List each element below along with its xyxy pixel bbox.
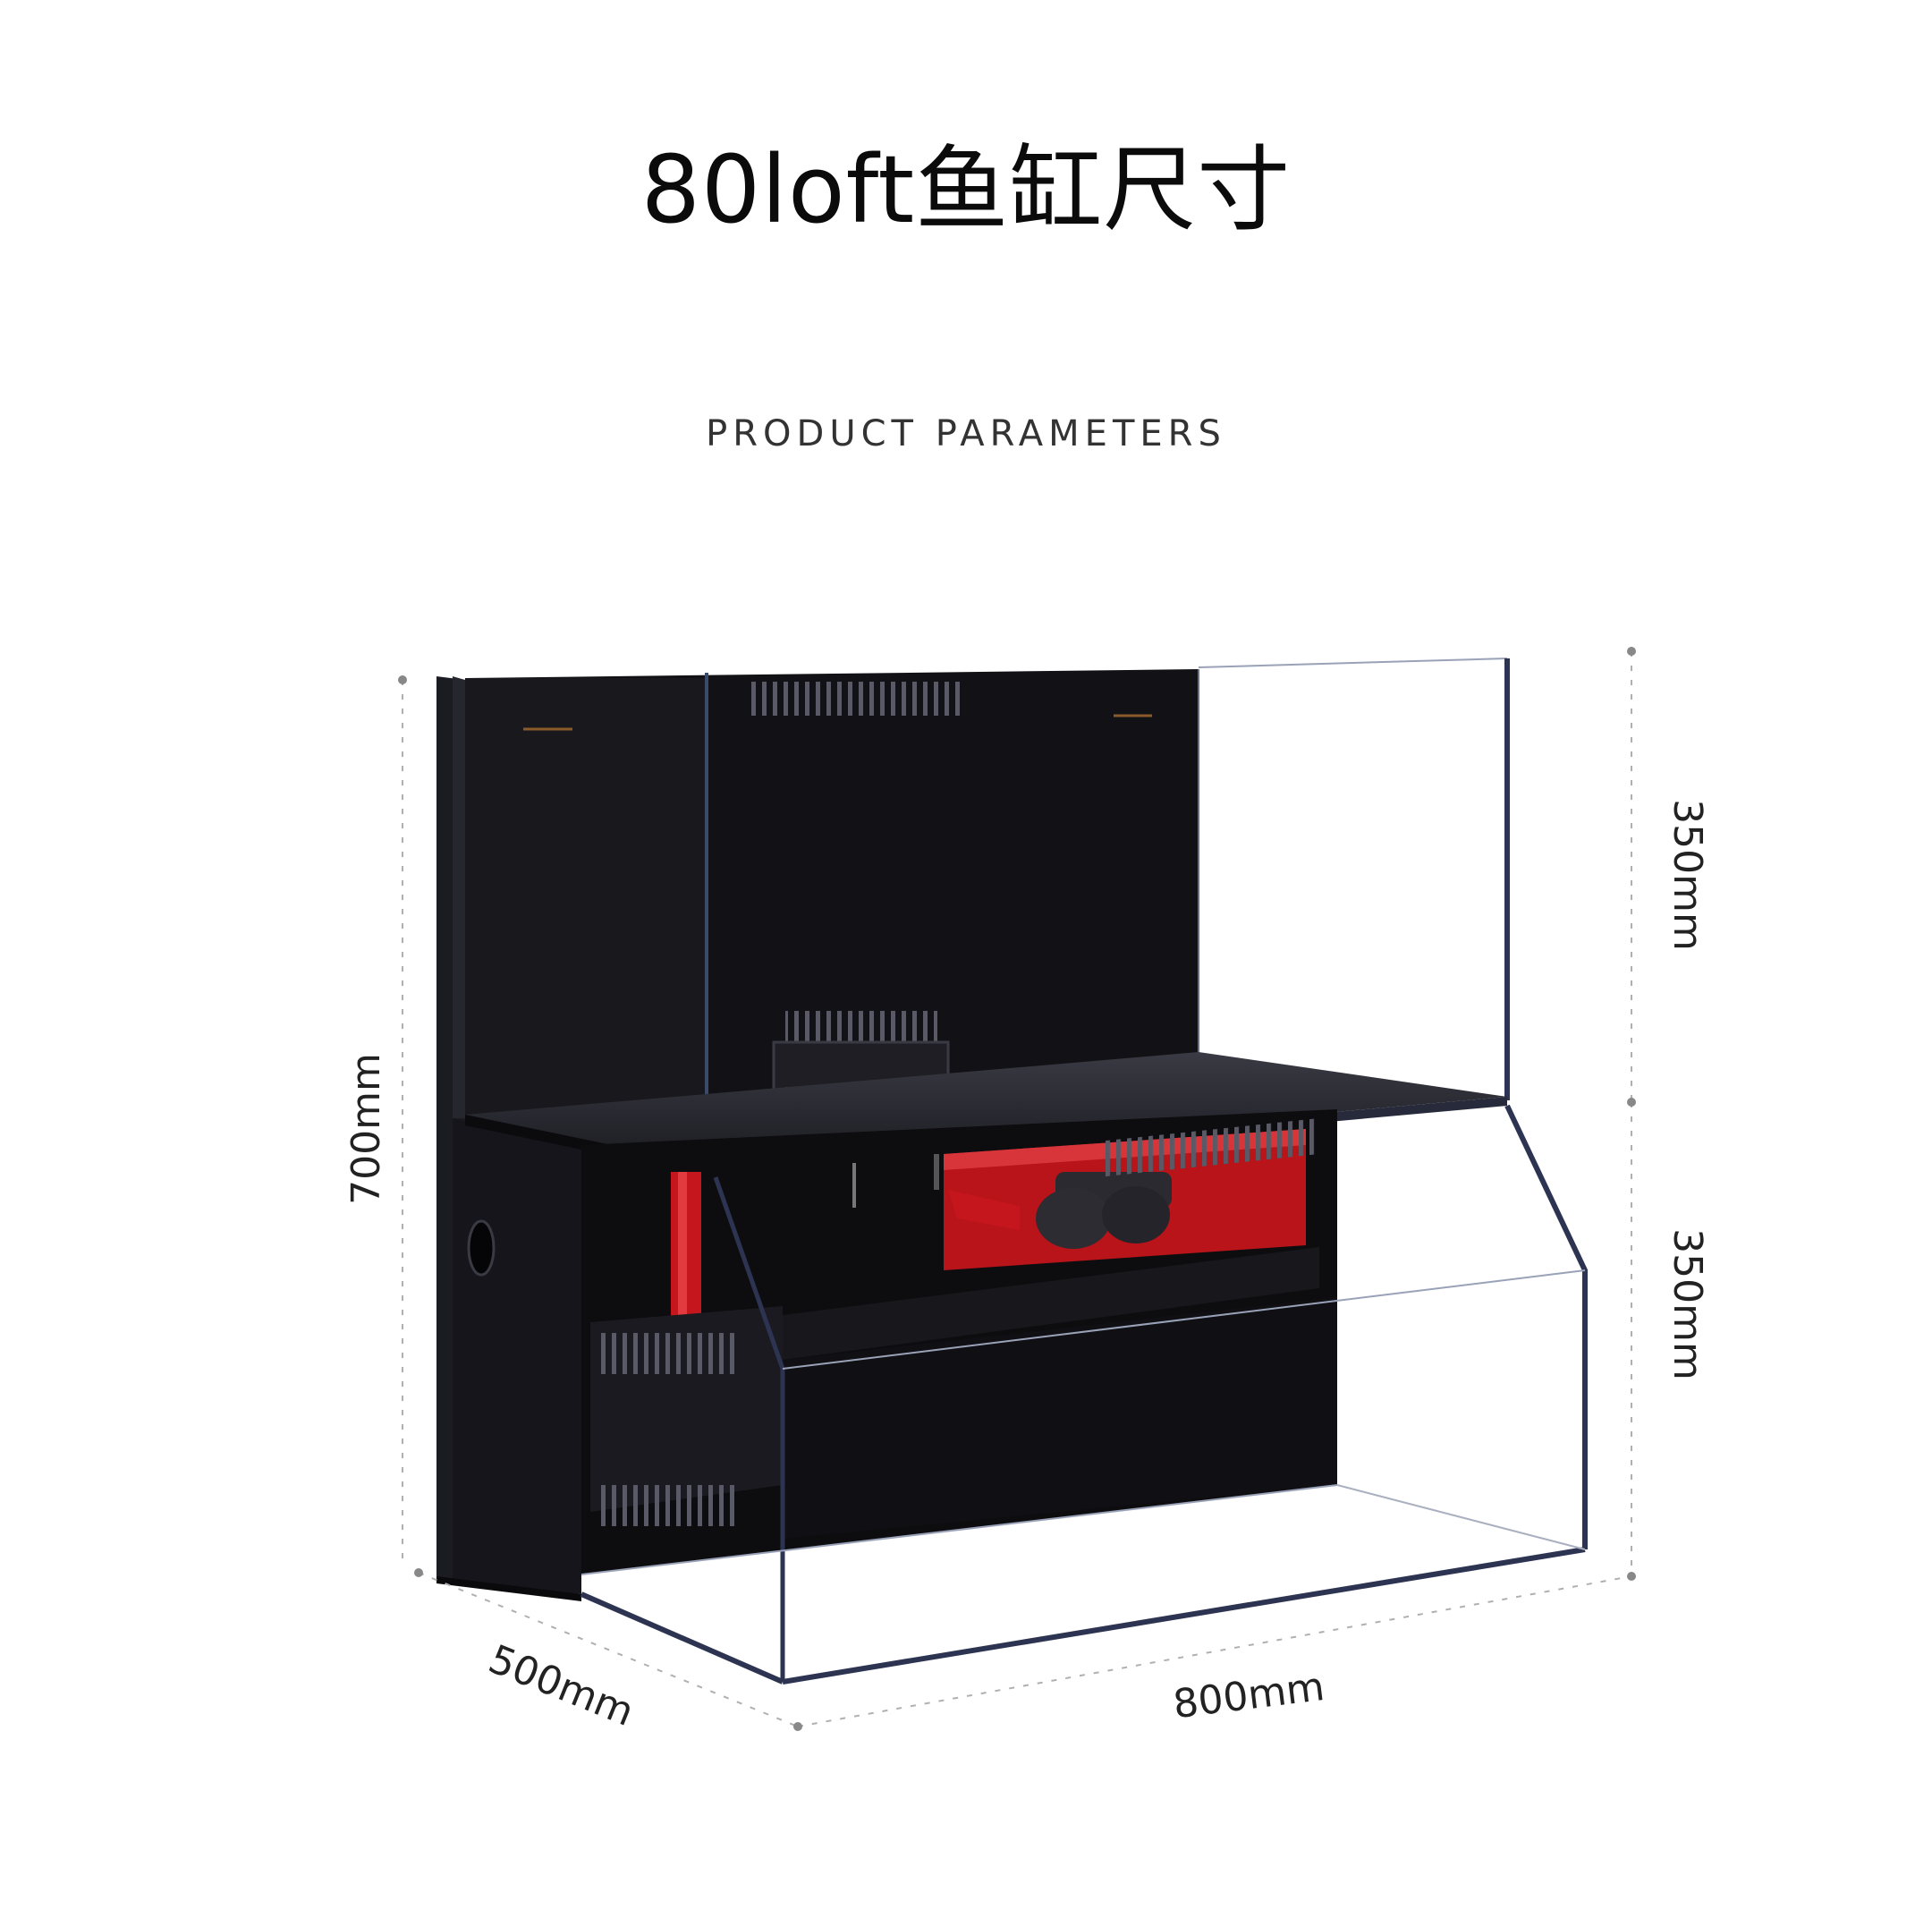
- dim-total-height: 700mm: [343, 1053, 389, 1205]
- depth-guide: [418, 1572, 799, 1727]
- dim-width: 800mm: [1171, 1664, 1327, 1727]
- sump-vent-grille: [1102, 1118, 1317, 1177]
- left-vent-lower: [599, 1485, 738, 1526]
- pump-icon: [1036, 1188, 1111, 1249]
- cabinet-side-panel: [436, 676, 581, 1601]
- left-vent-upper: [599, 1333, 738, 1374]
- dim-lower-height: 350mm: [1665, 1228, 1710, 1380]
- cable-hole-icon: [467, 1219, 496, 1277]
- lower-glass-tank: [580, 1104, 1588, 1685]
- dim-upper-height: 350mm: [1665, 799, 1710, 951]
- upper-glass-tank: [705, 658, 1510, 1168]
- page-subtitle: PRODUCT PARAMETERS: [706, 413, 1226, 454]
- page-title: 80loft鱼缸尺寸: [640, 135, 1292, 244]
- top-vent-grille: [747, 682, 962, 716]
- width-guide: [797, 1575, 1632, 1727]
- sump-partitions: [590, 1118, 1337, 1539]
- dim-depth: 500mm: [482, 1636, 640, 1736]
- upper-tank-floor: [465, 1052, 1507, 1167]
- dimension-guides: [402, 651, 1632, 1727]
- dimension-markers: [398, 647, 1636, 1731]
